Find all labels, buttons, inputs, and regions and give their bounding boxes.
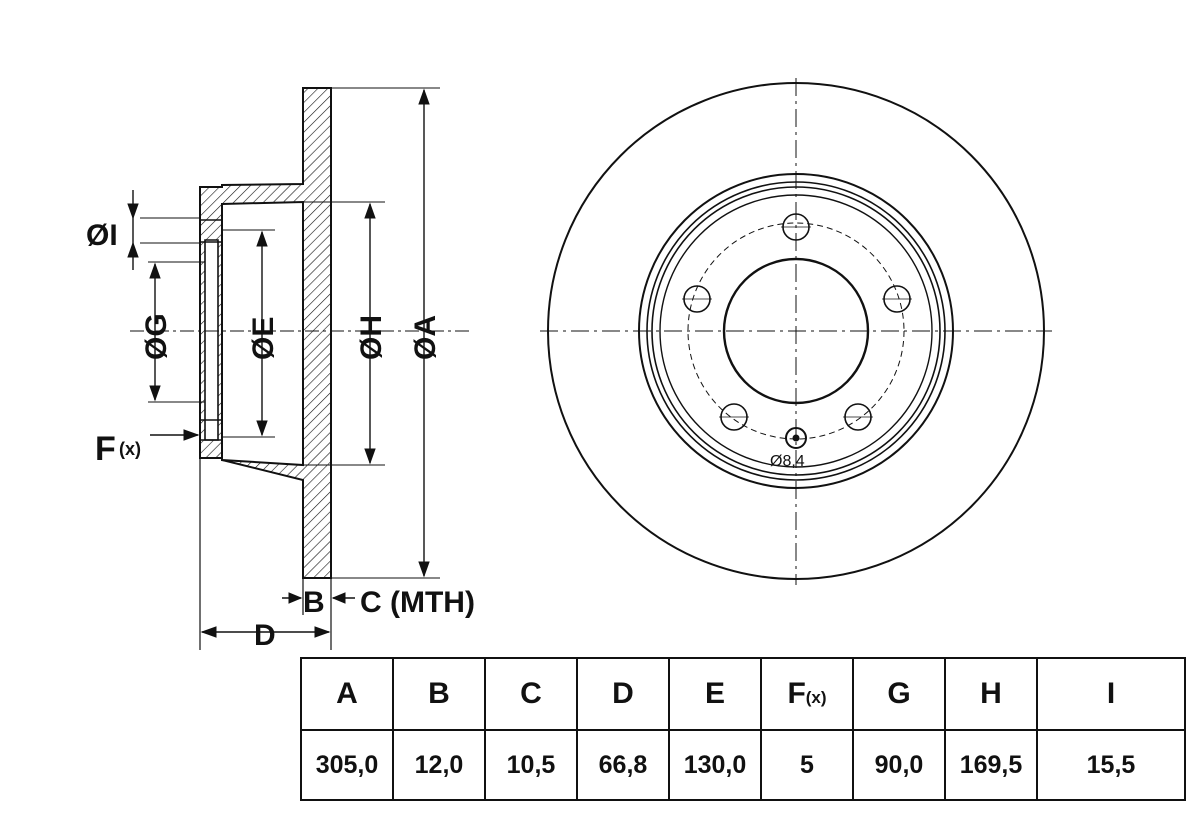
table-values-row: 305,0 12,0 10,5 66,8 130,0 5 90,0 169,5 … (300, 729, 1186, 801)
label-dia-H: ØH (355, 315, 388, 360)
locating-hole (785, 427, 807, 449)
header-C: C (484, 657, 578, 731)
value-B: 12,0 (392, 729, 486, 801)
label-dia-A: ØA (409, 315, 442, 360)
label-F-sub: (x) (119, 439, 141, 459)
header-H: H (944, 657, 1038, 731)
label-dia-I: ØI (86, 219, 118, 252)
table-header-row: A B C D E F(x) G H I (300, 657, 1186, 731)
hub-face-inner (204, 239, 219, 441)
header-A: A (300, 657, 394, 731)
value-H: 169,5 (944, 729, 1038, 801)
label-B: B (303, 586, 325, 619)
header-D: D (576, 657, 670, 731)
label-F: F (95, 430, 116, 468)
value-F: 5 (760, 729, 854, 801)
value-C: 10,5 (484, 729, 578, 801)
value-G: 90,0 (852, 729, 946, 801)
header-F: F(x) (760, 657, 854, 731)
dimension-table: A B C D E F(x) G H I 305,0 12,0 10,5 66,… (300, 657, 1186, 801)
bolt-holes (682, 213, 912, 431)
header-I: I (1036, 657, 1186, 731)
label-dia-E: ØE (247, 317, 280, 360)
value-I: 15,5 (1036, 729, 1186, 801)
side-section-view (127, 87, 470, 650)
header-B: B (392, 657, 486, 731)
header-G: G (852, 657, 946, 731)
value-A: 305,0 (300, 729, 394, 801)
label-C-MTH: C (MTH) (360, 586, 475, 619)
label-D: D (254, 619, 276, 652)
value-E: 130,0 (668, 729, 762, 801)
header-E: E (668, 657, 762, 731)
label-hole-dia: Ø8,4 (770, 453, 805, 470)
value-D: 66,8 (576, 729, 670, 801)
front-view (540, 78, 1052, 585)
label-dia-G: ØG (140, 313, 173, 360)
